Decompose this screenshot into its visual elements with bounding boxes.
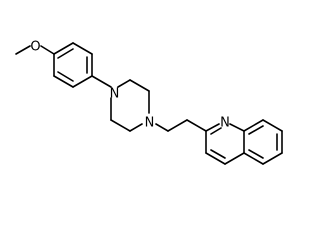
piperazine-n-bottom-label: N [145, 116, 155, 131]
bond-quin-c6-c5 [262, 152, 283, 165]
bond-quin-c8a-c8-inner [248, 125, 264, 135]
bond-pip-1 [117, 79, 131, 88]
bond-aryl-5 [53, 75, 74, 88]
bond-aryl-piperazine [91, 75, 112, 88]
bond-aryl-4 [72, 75, 93, 88]
bond-quin-c4-c3-inner [210, 149, 226, 159]
bond-quin-c4a-c4 [224, 152, 245, 165]
bond-quin-c2-n1-inner [210, 127, 222, 135]
bond-pip-ethyl [155, 123, 169, 132]
bond-quin-c8a-c8 [243, 119, 264, 132]
bonds [15, 42, 283, 165]
piperazine-n-top-label: N [110, 87, 120, 102]
bond-aryl-5-inner [57, 71, 74, 82]
bond-quin-c4-c3 [205, 152, 226, 165]
chemical-structure-diagram: O N N N [15, 40, 283, 165]
bond-quin-c5-c4a-inner [248, 149, 264, 159]
bond-quin-n1-c8a [229, 123, 245, 132]
bond-ethyl-quinoline [186, 119, 207, 132]
bond-oxygen-aryl [40, 45, 55, 55]
bond-aryl-2 [72, 42, 93, 55]
quinoline-n-label: N [220, 116, 230, 131]
bond-methyl-oxygen [15, 45, 31, 55]
bond-aryl-1 [53, 42, 74, 55]
oxygen-atom-label: O [30, 40, 40, 55]
atom-labels: O N N N [30, 40, 229, 131]
bond-pip-2 [129, 79, 150, 92]
bond-pip-5 [110, 119, 131, 132]
bond-ethyl [167, 119, 188, 132]
bond-pip-4 [129, 123, 143, 132]
bond-quin-c2-n1 [205, 123, 220, 132]
bond-quin-c5-c4a [243, 152, 264, 165]
bond-aryl-1-inner [57, 48, 74, 59]
bond-quin-c8-c7 [262, 119, 283, 132]
